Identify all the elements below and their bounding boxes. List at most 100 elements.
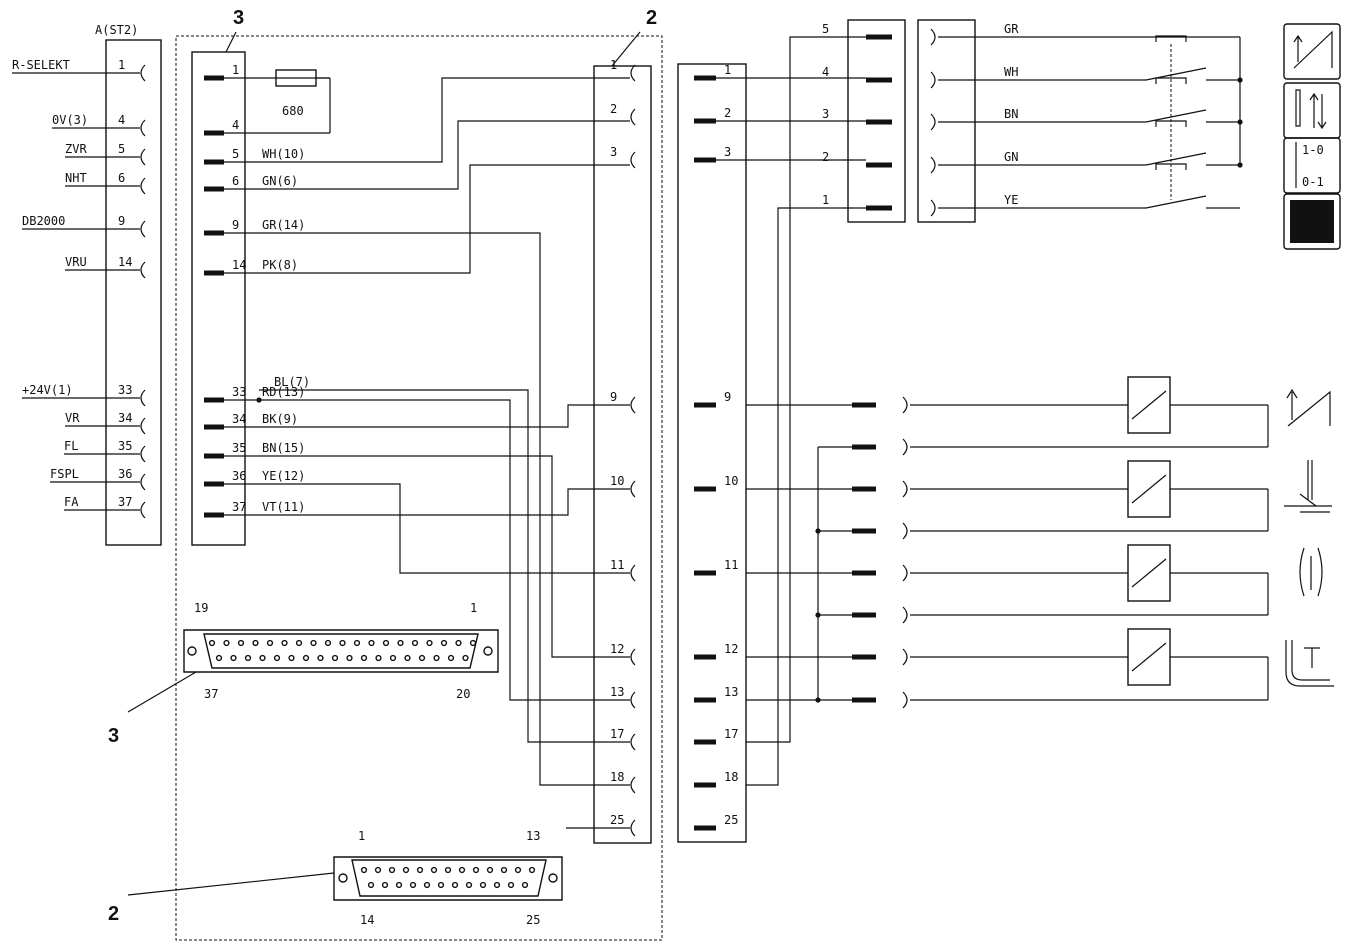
dsub37-contact [426, 639, 433, 647]
switch-block-wire-color: WH [1004, 65, 1018, 79]
dsub25-contact [479, 881, 487, 889]
connector-3-wire-label-bl: BL(7) [274, 375, 310, 389]
dsub25-contact [388, 866, 396, 874]
connector-2-pin-number: 3 [610, 145, 617, 159]
switch-block-pin-number: 4 [822, 65, 829, 79]
dsub37-contact [281, 639, 288, 647]
switch-contact [1145, 152, 1207, 166]
dsub25-contact [437, 881, 445, 889]
connector-a-signal-label: ZVR [65, 142, 87, 156]
dsub25-contact [374, 866, 382, 874]
connector-a-socket [140, 389, 146, 407]
connector-2-pin-number: 2 [610, 102, 617, 116]
connector-a-pin-number: 36 [118, 467, 132, 481]
wire [330, 488, 630, 516]
toggle-label-1-0: 1-0 [1302, 143, 1324, 157]
callout-2-bottom: 2 [108, 903, 119, 925]
callout-3-bottom-leader [127, 671, 197, 713]
thread-clamp-icon [1299, 547, 1323, 597]
junction-dot [815, 528, 821, 534]
dsub37-pin-label: 20 [456, 687, 470, 701]
filled-square-icon [1283, 193, 1341, 250]
connector-a-pin-number: 6 [118, 171, 125, 185]
wire [330, 120, 630, 190]
dsub37-contact [237, 639, 245, 647]
dsub37-contact [346, 654, 353, 662]
connector-3-body [191, 51, 246, 546]
dsub25-contact [367, 881, 375, 889]
callout-2-bottom-leader [127, 872, 335, 896]
switch-block-wire-color: GR [1004, 22, 1019, 36]
connector-a-signal-label: DB2000 [22, 214, 65, 228]
dsub25-shell [351, 859, 547, 897]
dsub25-contact [402, 866, 410, 874]
dsub25-screw [548, 873, 558, 883]
connector-right-pin-number: 2 [724, 106, 731, 120]
solenoid-coil [1127, 376, 1171, 434]
solenoid-coil-mark [1131, 390, 1167, 420]
connector-2-socket [630, 691, 636, 709]
connector-3-pin-number: 4 [232, 118, 239, 132]
dsub25-pin-label: 14 [360, 913, 374, 927]
connector-right-pin-number: 11 [724, 558, 738, 572]
connector-3-pin-number: 9 [232, 218, 239, 232]
connector-2-socket [630, 64, 636, 82]
junction-dot [815, 612, 821, 618]
dsub37-contact [259, 654, 266, 662]
solenoid-socket-symbol [902, 606, 908, 624]
dsub25-pin-label: 13 [526, 829, 540, 843]
connector-3-wire-label: BN(15) [262, 441, 305, 455]
connector-right-pin-number: 18 [724, 770, 738, 784]
connector-2-pin-number: 9 [610, 390, 617, 404]
wire [330, 77, 630, 163]
dsub37-contact [215, 654, 223, 662]
connector-2-pin-number: 25 [610, 813, 624, 827]
connector-a-pin-number: 4 [118, 113, 125, 127]
dsub25-screw [338, 873, 348, 883]
connector-a-body [105, 39, 162, 546]
solenoid-coil-mark [1131, 474, 1167, 504]
connector-3-pin-number: 5 [232, 147, 239, 161]
dsub37-contact [353, 639, 361, 647]
solenoid-socket-symbol [902, 691, 908, 709]
switch-block-socket-symbol [930, 199, 936, 217]
dsub37-contact [382, 639, 390, 647]
connector-a-pin-number: 5 [118, 142, 125, 156]
dsub37-contact [433, 654, 440, 662]
connector-3-wire-label: VT(11) [262, 500, 305, 514]
connector-2-socket [630, 564, 636, 582]
connector-a-pin-number: 9 [118, 214, 125, 228]
switch-block-pin-number: 1 [822, 193, 829, 207]
connector-a-socket [140, 261, 146, 279]
connector-right-pin-number: 25 [724, 813, 738, 827]
connector-3-wire-label: PK(8) [262, 258, 298, 272]
connector-2-pin-number: 10 [610, 474, 624, 488]
dsub25-contact [486, 866, 494, 874]
connector-a-socket [140, 220, 146, 238]
connector-a-pin-number: 34 [118, 411, 132, 425]
dsub37-contact [455, 639, 462, 647]
dsub37-contact [397, 639, 404, 647]
connector-2-socket [630, 396, 636, 414]
connector-2-socket [630, 151, 636, 169]
connector-3-pin-number: 33 [232, 385, 246, 399]
dsub37-contact [404, 654, 411, 662]
switch-block-socket-symbol [930, 113, 936, 131]
dsub37-contact [295, 639, 303, 647]
junction-dot [1237, 119, 1243, 125]
dsub37-contact [389, 654, 397, 662]
connector-2-pin-number: 13 [610, 685, 624, 699]
dsub37-contact [462, 654, 469, 662]
switch-block-socket-symbol [930, 71, 936, 89]
wire [746, 207, 866, 786]
dsub37-contact [440, 639, 448, 647]
dsub25-contact [395, 881, 403, 889]
dsub25-contact [381, 881, 389, 889]
connector-3-wire-label: GR(14) [262, 218, 305, 232]
connector-3-pin-number: 37 [232, 500, 246, 514]
presser-foot-lift-icon [1285, 640, 1334, 687]
dsub37-contact [302, 654, 310, 662]
connector-a-signal-label: 0V(3) [52, 113, 88, 127]
switch-block-wire-color: BN [1004, 107, 1018, 121]
